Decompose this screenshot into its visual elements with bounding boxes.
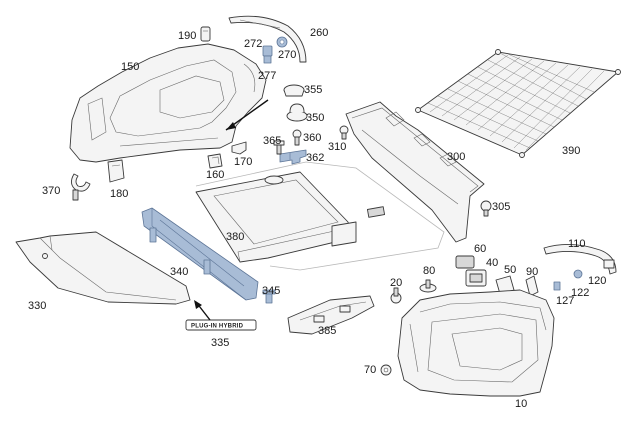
part-180-cover <box>107 159 125 183</box>
part-190-clip <box>200 26 211 42</box>
callout-385: 385 <box>318 325 336 337</box>
callout-330: 330 <box>28 300 46 312</box>
callout-360: 360 <box>303 132 321 144</box>
callout-350: 350 <box>306 112 324 124</box>
part-272-fastener <box>262 45 273 64</box>
part-350-tie-down-ring <box>286 103 308 122</box>
callout-127: 127 <box>556 295 574 307</box>
callout-345: 345 <box>262 285 280 297</box>
part-370-hook <box>71 173 91 201</box>
part-10-right-side-trim <box>397 289 555 397</box>
part-310-clip <box>339 125 349 140</box>
callout-70: 70 <box>364 364 376 376</box>
part-365-screw <box>273 140 285 155</box>
callout-277: 277 <box>258 70 276 82</box>
part-260-trim-strip <box>228 15 307 63</box>
part-345-screw <box>262 289 276 304</box>
callout-122: 122 <box>571 287 589 299</box>
part-330-floor-panel <box>15 231 191 305</box>
callout-272: 272 <box>244 38 262 50</box>
callout-80: 80 <box>423 265 435 277</box>
callout-120: 120 <box>588 275 606 287</box>
part-305-clip <box>480 200 492 217</box>
callout-260: 260 <box>310 27 328 39</box>
part-340-absorber <box>141 207 259 301</box>
part-300-rear-sill-panel <box>345 101 485 243</box>
callout-390: 390 <box>562 145 580 157</box>
part-70-clip <box>380 364 392 376</box>
callout-110: 110 <box>568 238 586 250</box>
part-160-clip <box>207 153 223 169</box>
callout-190: 190 <box>178 30 196 42</box>
part-20-clip <box>390 287 402 304</box>
callout-380: 380 <box>226 231 244 243</box>
callout-40: 40 <box>486 257 498 269</box>
callout-180: 180 <box>110 188 128 200</box>
part-380-load-floor <box>195 171 386 263</box>
badge-text: PLUG-IN HYBRID <box>191 324 244 330</box>
callout-300: 300 <box>447 151 465 163</box>
callout-362: 362 <box>306 152 324 164</box>
callout-150: 150 <box>121 61 139 73</box>
boot-floor-outline <box>195 161 445 271</box>
part-90-clip <box>525 275 539 297</box>
part-120-fastener <box>603 259 615 269</box>
part-362-bracket <box>279 149 307 165</box>
part-80-clip <box>419 279 437 293</box>
callout-370: 370 <box>42 185 60 197</box>
part-390-cargo-net <box>415 49 621 158</box>
part-40-socket <box>465 269 487 287</box>
part-270-nut <box>276 36 288 48</box>
part-335-plug-in-hybrid-badge: PLUG-IN HYBRID <box>185 319 257 331</box>
part-122-nut <box>573 269 583 279</box>
callout-340: 340 <box>170 266 188 278</box>
callout-160: 160 <box>206 169 224 181</box>
callout-305: 305 <box>492 201 510 213</box>
part-60-switch <box>455 255 475 269</box>
part-385-bracket <box>287 295 375 335</box>
callout-50: 50 <box>504 264 516 276</box>
leader-arrow-335 <box>194 300 202 309</box>
part-110-trim-strip <box>543 244 617 275</box>
callout-355: 355 <box>304 84 322 96</box>
callout-310: 310 <box>328 141 346 153</box>
part-150-left-side-trim <box>69 43 267 163</box>
callout-10: 10 <box>515 398 527 410</box>
callout-20: 20 <box>390 277 402 289</box>
callout-90: 90 <box>526 266 538 278</box>
callout-365: 365 <box>263 135 281 147</box>
callout-335: 335 <box>211 337 229 349</box>
part-355-cap <box>283 84 305 97</box>
part-360-bolt <box>292 129 302 146</box>
leader-arrow-150 <box>226 122 236 130</box>
part-127-clip <box>553 281 561 291</box>
callout-60: 60 <box>474 243 486 255</box>
callout-270: 270 <box>278 49 296 61</box>
part-170-clip <box>231 141 247 155</box>
callout-170: 170 <box>234 156 252 168</box>
